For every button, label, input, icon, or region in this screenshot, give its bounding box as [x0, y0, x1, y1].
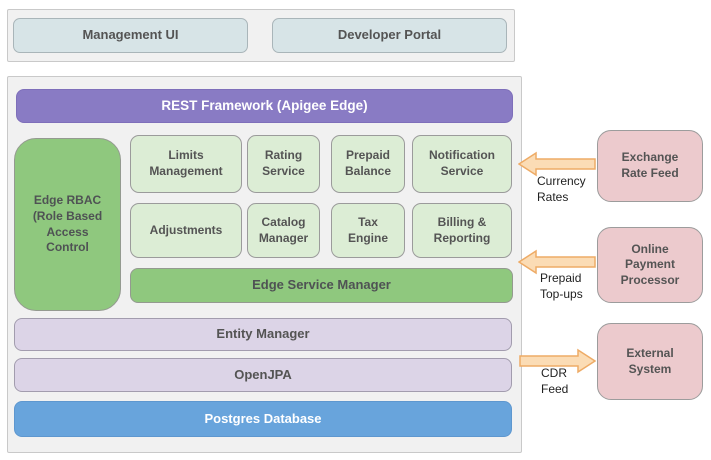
left-arrow-icon: [518, 151, 596, 177]
bar-entity-manager: Entity Manager: [14, 318, 512, 351]
box-exchange-rate-feed: Exchange Rate Feed: [597, 130, 703, 202]
box-management-ui: Management UI: [13, 18, 248, 53]
bar-rest-framework: REST Framework (Apigee Edge): [16, 89, 513, 123]
box-catalog-manager: Catalog Manager: [247, 203, 320, 258]
bar-openjpa: OpenJPA: [14, 358, 512, 392]
bar-postgres-database: Postgres Database: [14, 401, 512, 437]
left-arrow-icon: [518, 249, 596, 275]
box-notification-service: Notification Service: [412, 135, 512, 193]
flow-label-prepaid-topups: Prepaid Top-ups: [540, 271, 583, 301]
box-prepaid-balance: Prepaid Balance: [331, 135, 405, 193]
box-online-payment-processor: Online Payment Processor: [597, 227, 703, 303]
box-limits-management: Limits Management: [130, 135, 242, 193]
box-rating-service: Rating Service: [247, 135, 320, 193]
box-tax-engine: Tax Engine: [331, 203, 405, 258]
box-billing-reporting: Billing & Reporting: [412, 203, 512, 258]
box-developer-portal: Developer Portal: [272, 18, 507, 53]
box-edge-rbac: Edge RBAC (Role Based Access Control: [14, 138, 121, 311]
bar-edge-service-manager: Edge Service Manager: [130, 268, 513, 303]
flow-label-cdr-feed: CDR Feed: [541, 366, 569, 396]
box-external-system: External System: [597, 323, 703, 400]
flow-label-currency-rates: Currency Rates: [537, 174, 586, 204]
right-arrow-icon: [519, 348, 596, 374]
box-adjustments: Adjustments: [130, 203, 242, 258]
